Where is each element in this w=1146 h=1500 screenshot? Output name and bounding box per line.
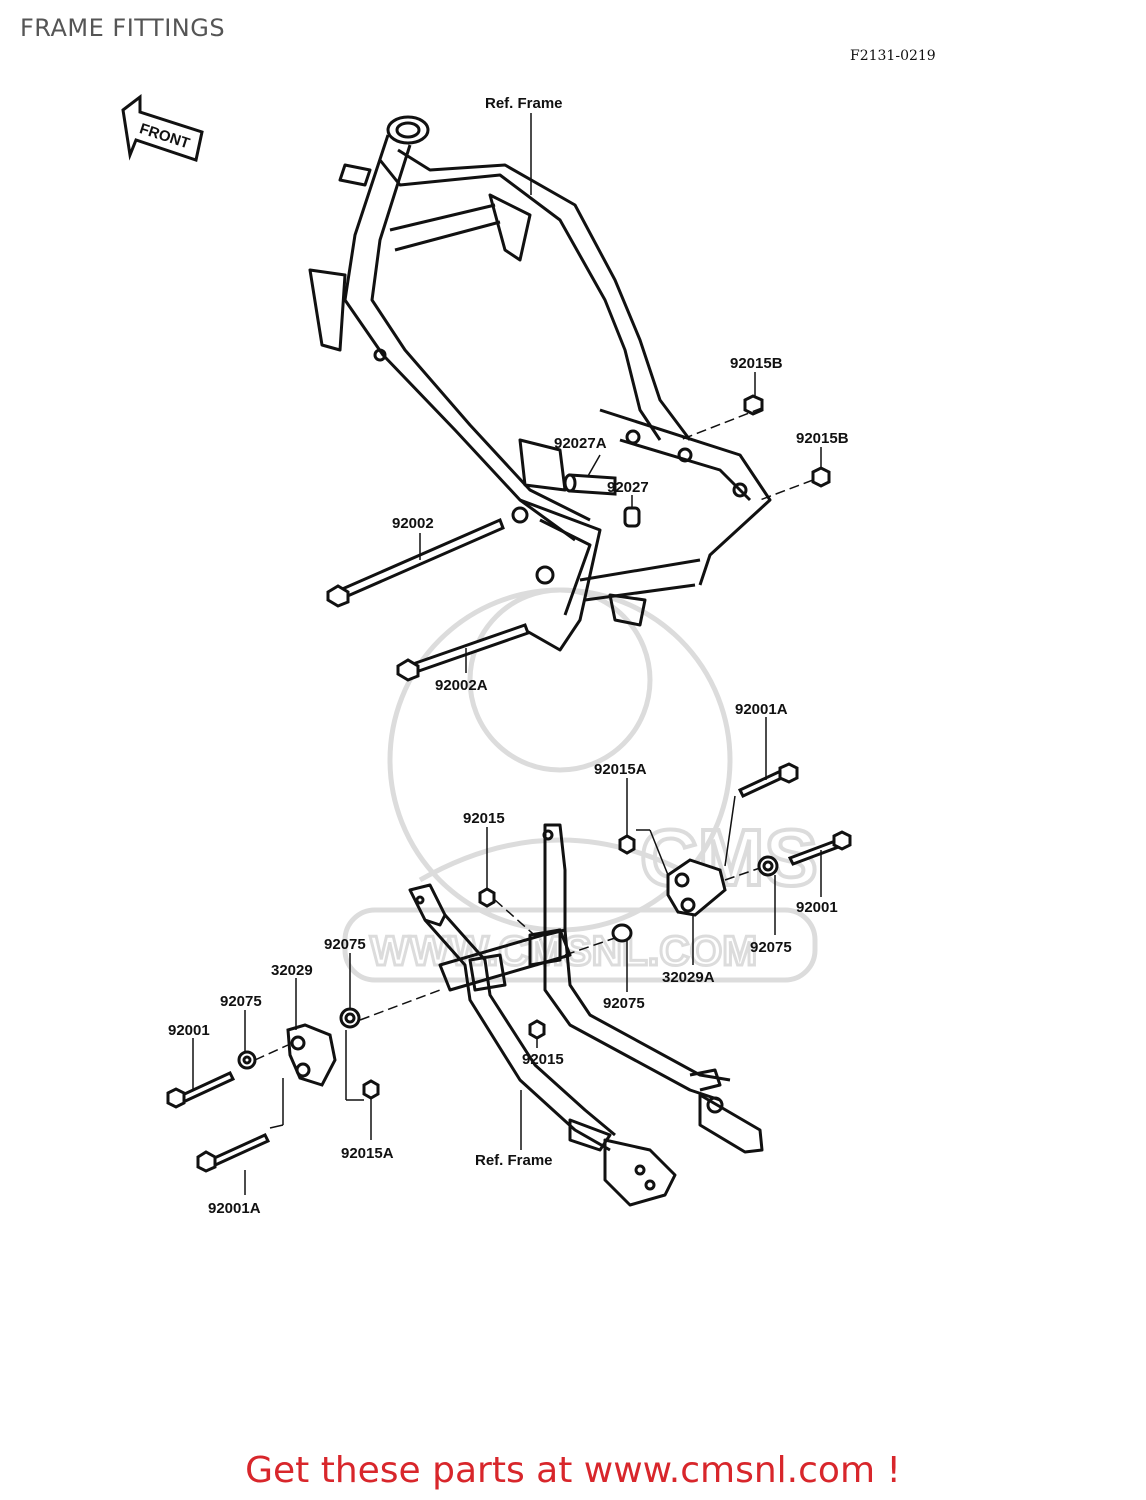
- lower-frame: [408, 823, 764, 1207]
- callout-92075-right: 92075: [750, 939, 792, 956]
- callout-labels: Ref. Frame 92015B 92015B 92027A 92027 92…: [168, 95, 849, 1217]
- nut-92015B-lower: [811, 466, 831, 488]
- bracket-32029A: [666, 858, 727, 917]
- callout-32029: 32029: [271, 962, 313, 979]
- callout-92001-left: 92001: [168, 1022, 210, 1039]
- callout-92001A-right: 92001A: [735, 701, 788, 718]
- callout-92015A-upper: 92015A: [594, 761, 647, 778]
- callout-92027A: 92027A: [554, 435, 607, 452]
- alignment-lines: [254, 407, 814, 1061]
- callout-32029A: 32029A: [662, 969, 715, 986]
- promo-link[interactable]: Get these parts at www.cmsnl.com !: [245, 1450, 901, 1491]
- callout-92075-left-top: 92075: [324, 936, 366, 953]
- callout-92015-lower: 92015: [522, 1051, 564, 1068]
- spacer-92075-right: [757, 855, 779, 877]
- callout-92015B-lower: 92015B: [796, 430, 849, 447]
- spacer-92075-left: [237, 1050, 257, 1070]
- nut-92015-lower: [528, 1019, 546, 1040]
- callout-92002A: 92002A: [435, 677, 488, 694]
- nut-92015A-lower: [362, 1079, 380, 1100]
- callout-92027: 92027: [607, 479, 649, 496]
- bracket-32029: [286, 1023, 337, 1087]
- callout-92015-upper: 92015: [463, 810, 505, 827]
- callout-92001A-left: 92001A: [208, 1200, 261, 1217]
- callout-92015B-upper: 92015B: [730, 355, 783, 372]
- bolt-92002A: [396, 623, 530, 682]
- spacer-92075-mid: [611, 923, 633, 943]
- main-frame: [308, 115, 772, 652]
- bolt-92001-right: [787, 830, 852, 866]
- callout-92075-left: 92075: [220, 993, 262, 1010]
- collar-92027A: [563, 473, 617, 496]
- watermark-url: WWW.CMSNL.COM: [370, 927, 757, 974]
- callout-ref-frame-bottom: Ref. Frame: [475, 1152, 553, 1169]
- callout-92001-right: 92001: [796, 899, 838, 916]
- bolt-92001-left: [166, 1071, 236, 1109]
- callout-92002: 92002: [392, 515, 434, 532]
- front-arrow-icon: FRONT: [121, 93, 204, 162]
- nut-92015-upper: [478, 887, 496, 908]
- bolt-92001A-right: [737, 762, 799, 798]
- collar-92027: [623, 506, 641, 528]
- leader-lines: [192, 113, 822, 1195]
- callout-92015A-lower: 92015A: [341, 1145, 394, 1162]
- bolt-92002: [326, 517, 505, 608]
- callout-92075-mid: 92075: [603, 995, 645, 1012]
- nut-92015A-upper: [618, 834, 636, 855]
- diagram-code: F2131-0219: [850, 48, 936, 64]
- spacer-92075-left-top: [339, 1007, 361, 1029]
- page-title: FRAME FITTINGS: [20, 14, 226, 42]
- bolt-92001A-left: [196, 1133, 271, 1173]
- watermark: CMS WWW.CMSNL.COM: [342, 587, 820, 983]
- callout-ref-frame-top: Ref. Frame: [485, 95, 563, 112]
